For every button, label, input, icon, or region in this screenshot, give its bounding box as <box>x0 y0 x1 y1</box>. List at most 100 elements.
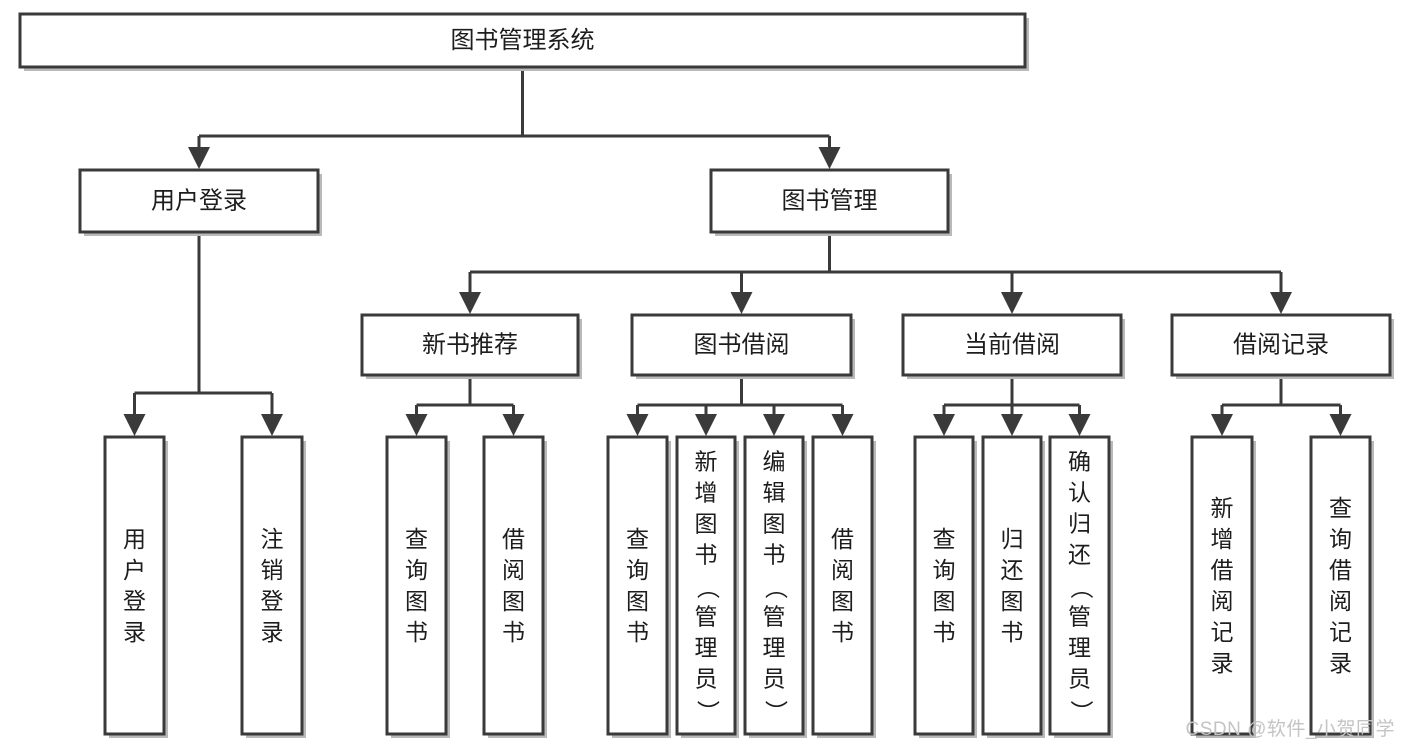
svg-text:辑: 辑 <box>763 480 786 506</box>
svg-text:图: 图 <box>695 511 718 537</box>
node-图书借阅-level3[interactable]: 图书借阅 <box>630 313 855 379</box>
svg-text:图: 图 <box>831 588 854 614</box>
svg-text:）: ） <box>1068 700 1094 723</box>
node-label-vertical: 用户登录 <box>123 526 146 645</box>
node-box[interactable] <box>1048 435 1111 736</box>
node-label: 图书管理系统 <box>451 27 595 54</box>
svg-text:管: 管 <box>763 604 786 630</box>
svg-text:书: 书 <box>763 542 786 568</box>
svg-text:书: 书 <box>933 619 956 645</box>
arrow-head-icon <box>831 414 854 436</box>
arrow-head-icon <box>626 414 649 436</box>
node-box[interactable] <box>606 435 669 736</box>
connector-group <box>933 375 1091 436</box>
arrow-head-icon <box>188 147 210 169</box>
svg-text:员: 员 <box>763 666 786 692</box>
svg-text:新: 新 <box>695 449 718 475</box>
node-借阅记录-level3[interactable]: 借阅记录 <box>1170 313 1394 379</box>
svg-text:登: 登 <box>123 588 146 614</box>
node-box[interactable] <box>981 435 1043 736</box>
arrow-head-icon <box>1001 292 1023 314</box>
arrow-head-icon <box>123 414 146 436</box>
connector-group <box>405 375 525 436</box>
svg-text:认: 认 <box>1068 480 1091 506</box>
node-box[interactable] <box>240 435 304 736</box>
node-box[interactable] <box>630 313 853 377</box>
node-box[interactable] <box>1170 313 1392 377</box>
svg-text:借: 借 <box>1211 557 1234 583</box>
svg-text:借: 借 <box>831 526 854 552</box>
node-box[interactable] <box>103 435 166 736</box>
node-新书推荐-level3[interactable]: 新书推荐 <box>360 313 582 379</box>
svg-text:销: 销 <box>261 557 284 583</box>
node-box[interactable] <box>1309 435 1372 736</box>
connector-group <box>188 67 841 169</box>
svg-text:书: 书 <box>626 619 649 645</box>
svg-text:户: 户 <box>123 557 146 583</box>
svg-text:询: 询 <box>626 557 649 583</box>
node-box[interactable] <box>901 313 1123 377</box>
svg-text:还: 还 <box>1001 557 1024 583</box>
connector-group <box>626 375 854 436</box>
arrow-head-icon <box>1001 414 1023 436</box>
node-用户登录-level2[interactable]: 用户登录 <box>78 168 322 236</box>
arrow-head-icon <box>818 147 841 169</box>
node-box[interactable] <box>675 435 737 736</box>
node-box[interactable] <box>1190 435 1254 736</box>
arrow-head-icon <box>502 414 525 436</box>
svg-text:增: 增 <box>695 480 718 506</box>
svg-text:注: 注 <box>261 526 284 552</box>
svg-text:用: 用 <box>123 526 146 552</box>
node-图书管理系统-root[interactable]: 图书管理系统 <box>18 12 1029 71</box>
svg-text:借: 借 <box>502 526 525 552</box>
svg-text:理: 理 <box>1068 635 1091 661</box>
svg-text:图: 图 <box>1001 588 1024 614</box>
svg-text:（: （ <box>1068 576 1094 599</box>
svg-text:查: 查 <box>405 526 428 552</box>
node-box[interactable] <box>18 12 1027 69</box>
node-label: 借阅记录 <box>1233 331 1329 358</box>
svg-text:录: 录 <box>1211 650 1234 676</box>
svg-text:查: 查 <box>1329 495 1352 521</box>
node-box[interactable] <box>913 435 975 736</box>
svg-text:书: 书 <box>502 619 525 645</box>
svg-text:阅: 阅 <box>831 557 854 583</box>
node-box[interactable] <box>385 435 448 736</box>
node-当前借阅-level3[interactable]: 当前借阅 <box>901 313 1125 379</box>
svg-text:询: 询 <box>1329 526 1352 552</box>
svg-text:管: 管 <box>1068 604 1091 630</box>
node-box[interactable] <box>360 313 580 377</box>
node-box[interactable] <box>709 168 950 234</box>
node-用户登录-leaf[interactable]: 用户登录 <box>103 435 168 738</box>
node-box[interactable] <box>78 168 320 234</box>
svg-text:记: 记 <box>1329 619 1352 645</box>
svg-text:录: 录 <box>1329 650 1352 676</box>
svg-text:编: 编 <box>763 449 786 475</box>
arrow-head-icon <box>1270 292 1292 314</box>
node-box[interactable] <box>811 435 874 736</box>
node-box[interactable] <box>482 435 545 736</box>
node-box[interactable] <box>743 435 805 736</box>
arrow-head-icon <box>695 414 717 436</box>
node-图书管理-level2[interactable]: 图书管理 <box>709 168 952 236</box>
svg-text:图: 图 <box>933 588 956 614</box>
